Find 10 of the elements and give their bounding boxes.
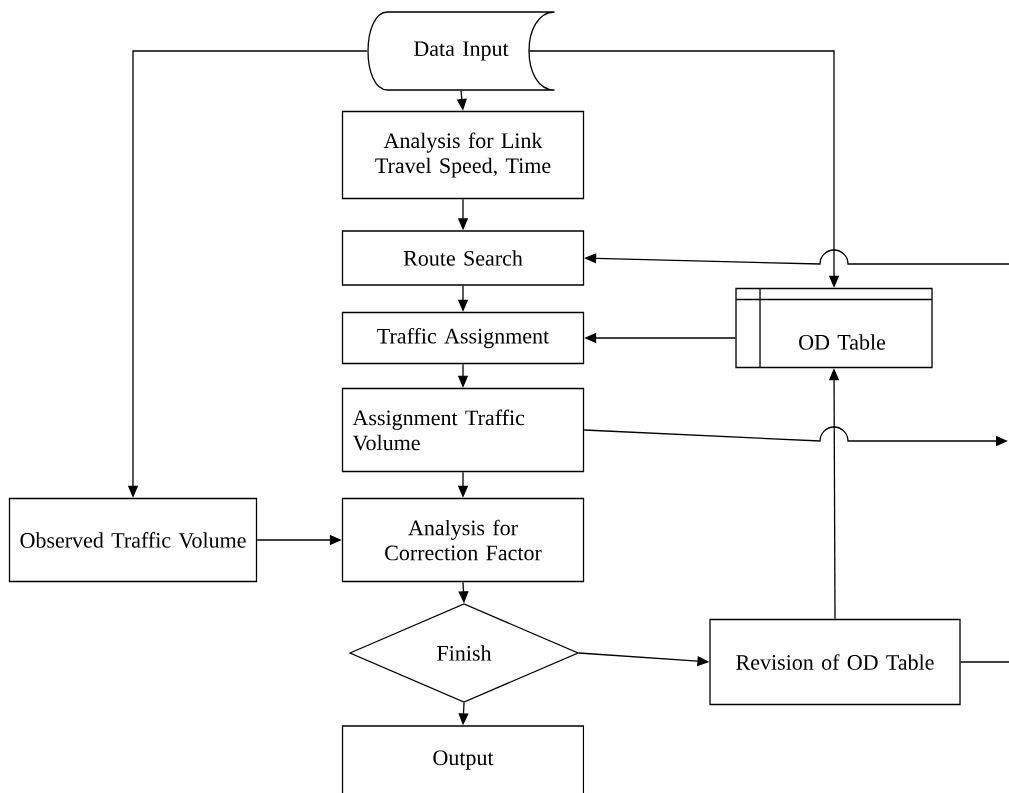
process-box: Revision of OD Table bbox=[709, 618, 961, 706]
process-box: Assignment Traffic Volume bbox=[341, 387, 585, 473]
data-input-shape: Data Input bbox=[367, 11, 556, 91]
process-box: Output bbox=[341, 725, 585, 793]
process-box: Route Search bbox=[341, 230, 585, 286]
table-box: OD Table bbox=[735, 287, 933, 369]
process-box: Traffic Assignment bbox=[341, 311, 585, 365]
process-box: Analysis for Link Travel Speed, Time bbox=[341, 110, 585, 200]
process-box: Observed Traffic Volume bbox=[8, 497, 258, 583]
process-box: Analysis for Correction Factor bbox=[341, 497, 585, 583]
